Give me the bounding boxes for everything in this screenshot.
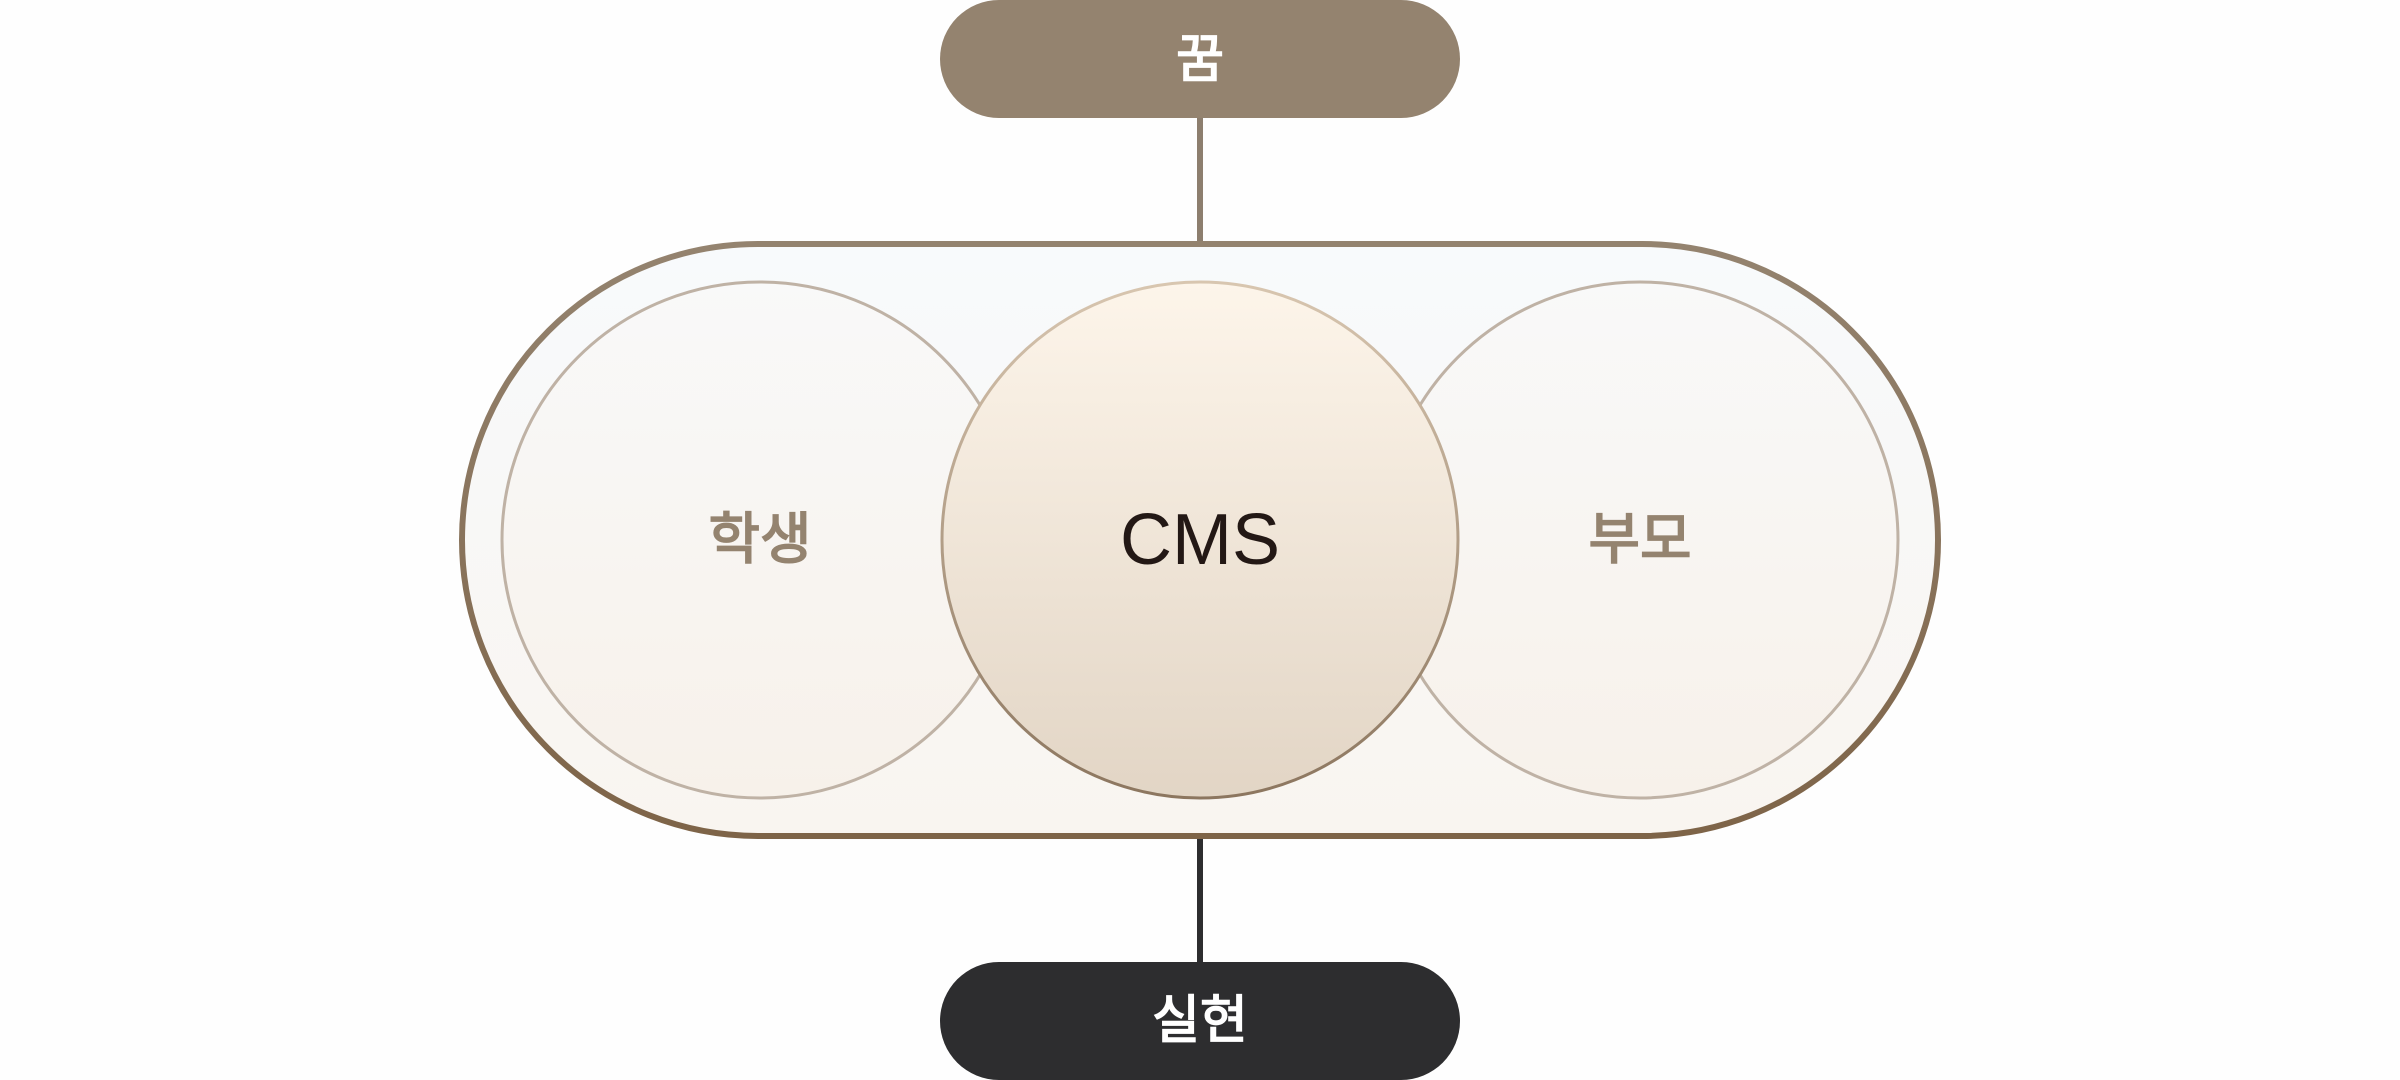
bottom-node-pill	[940, 962, 1460, 1080]
center-circle	[940, 280, 1460, 800]
top-node-label: 꿈	[1176, 30, 1224, 90]
left-circle-label: 학생	[708, 508, 811, 573]
bottom-node-label: 실현	[1152, 991, 1248, 1051]
center-circle-label: CMS	[1120, 500, 1280, 580]
top-node-pill	[940, 0, 1460, 118]
right-circle-label: 부모	[1588, 508, 1691, 573]
